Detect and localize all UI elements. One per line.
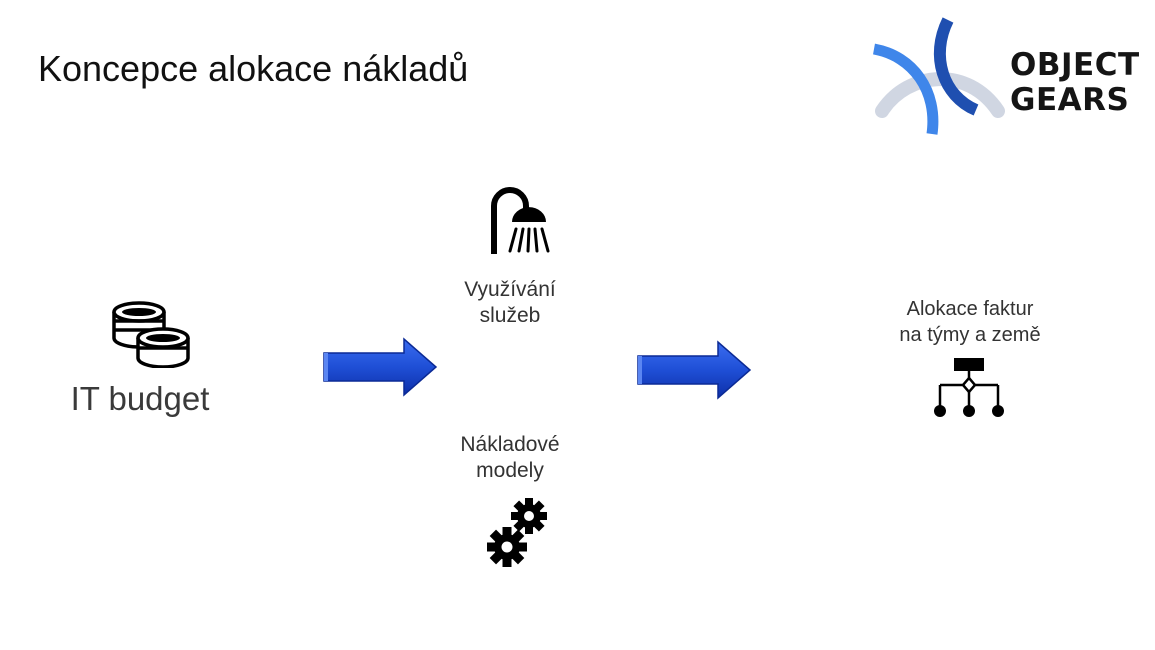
budget-label: IT budget: [70, 380, 210, 417]
usage-label: Využívání služeb: [440, 277, 580, 329]
models-label: Nákladové modely: [440, 432, 580, 484]
hierarchy-icon: [934, 358, 1004, 417]
coins-icon: [112, 301, 190, 368]
slide-title: Koncepce alokace nákladů: [38, 48, 469, 89]
shower-icon: [491, 187, 550, 254]
arrow-1: [323, 337, 438, 397]
models-label-line2: modely: [476, 459, 544, 482]
allocation-label-line2: na týmy a země: [899, 324, 1041, 346]
logo-text: OBJECT GEARS: [1010, 48, 1140, 118]
object-gears-logo: [872, 17, 1005, 135]
logo-grey-arc: [875, 72, 1005, 118]
logo-text-line1: OBJECT: [1010, 47, 1140, 83]
allocation-label: Alokace faktur na týmy a země: [870, 296, 1070, 348]
logo-dark-blue-arc: [933, 17, 979, 116]
allocation-label-line1: Alokace faktur: [906, 298, 1034, 320]
gears-icon: [487, 498, 547, 567]
models-label-line1: Nákladové: [460, 433, 560, 456]
logo-light-blue-arc: [872, 43, 939, 135]
arrow-2: [637, 340, 752, 400]
usage-label-line2: služeb: [479, 304, 541, 327]
usage-label-line1: Využívání: [464, 278, 556, 301]
logo-text-line2: GEARS: [1010, 82, 1130, 118]
